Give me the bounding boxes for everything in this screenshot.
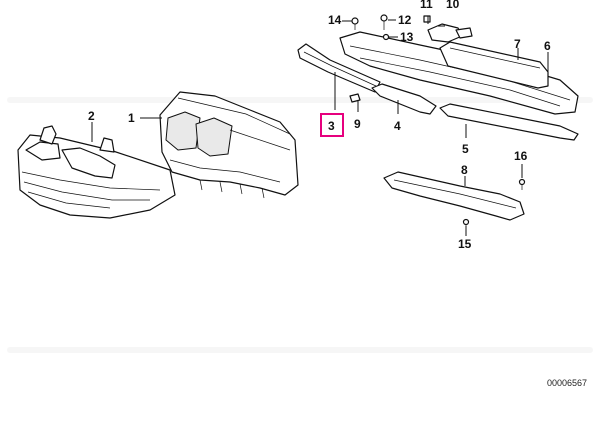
fastener-13	[382, 33, 390, 41]
part-4-bracket	[371, 83, 437, 115]
fastener-16	[518, 178, 526, 190]
callout-1: 1	[128, 111, 135, 125]
callout-2: 2	[88, 109, 95, 123]
callout-4: 4	[394, 119, 401, 133]
callout-5: 5	[462, 142, 469, 156]
watermark-bands	[7, 97, 593, 353]
highlight-box	[320, 113, 344, 137]
part-10-tow-eye	[427, 23, 473, 43]
part-7-reinforcement	[439, 41, 549, 89]
callout-3: 3	[328, 119, 335, 133]
fastener-11	[423, 15, 431, 23]
leader-lines	[91, 16, 549, 236]
callout-13: 13	[400, 30, 414, 44]
part-8-lower-panel	[383, 171, 525, 221]
callout-15: 15	[458, 237, 472, 251]
callout-labels: 1 2 4 5 6 7 8 9 10 11 12 13 14 15 16	[88, 0, 551, 251]
callout-7: 7	[514, 37, 521, 51]
fastener-12	[380, 14, 388, 30]
document-number: 00006567	[547, 378, 587, 388]
callout-12: 12	[398, 13, 412, 27]
callout-8: 8	[461, 163, 468, 177]
callout-3-highlight: 3	[320, 113, 344, 137]
part-1-air-duct	[159, 91, 299, 199]
callout-11: 11	[420, 0, 433, 11]
callout-6: 6	[544, 39, 551, 53]
part-5-strip	[439, 103, 579, 141]
callout-10: 10	[446, 0, 460, 11]
part-2-bumper-cover	[17, 125, 176, 219]
callout-16: 16	[514, 149, 528, 163]
callout-14: 14	[328, 13, 342, 27]
callout-9: 9	[354, 117, 361, 131]
fastener-14	[351, 17, 359, 30]
